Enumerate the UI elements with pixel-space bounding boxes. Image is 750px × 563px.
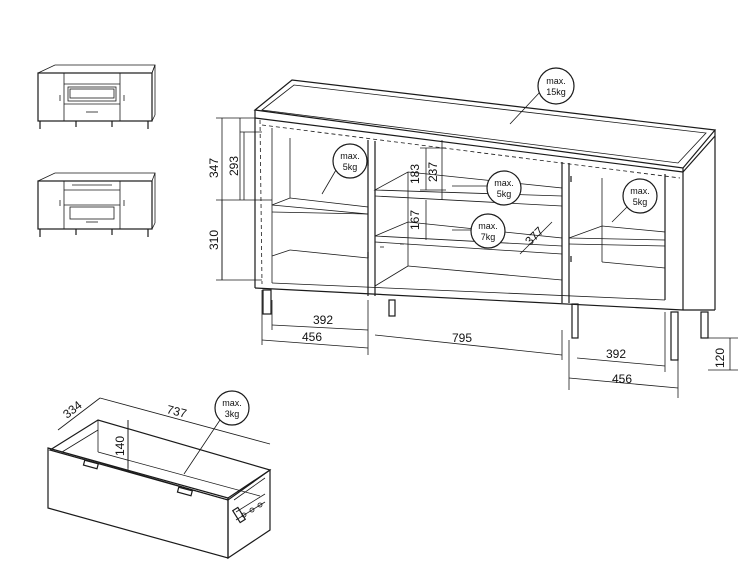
load-right-line2: 5kg [633, 197, 648, 207]
load-center-upper: max. 5kg [452, 170, 522, 206]
dim-183: 183 [408, 164, 422, 184]
dim-377: 377 [522, 224, 546, 248]
load-left-line1: max. [340, 151, 360, 161]
load-top: max. 15kg [509, 67, 575, 125]
load-center-upper-line2: 5kg [497, 189, 512, 199]
dim-456-right: 456 [612, 372, 632, 386]
load-drawer-line2: 3kg [225, 409, 240, 419]
thumbnail-variant-shelf [37, 172, 156, 237]
dim-737: 737 [165, 402, 188, 421]
load-center-lower-line1: max. [478, 221, 498, 231]
load-center-upper-line1: max. [494, 178, 514, 188]
dimension-leg-height: 120 [708, 337, 738, 371]
dim-310: 310 [207, 230, 221, 250]
dim-392-left: 392 [313, 313, 333, 327]
load-right-line1: max. [630, 186, 650, 196]
load-left-shelf: max. 5kg [321, 143, 368, 195]
dim-347: 347 [207, 158, 221, 178]
load-drawer-line1: max. [222, 398, 242, 408]
load-center-lower: max. 7kg [452, 213, 506, 249]
dim-456-left: 456 [302, 330, 322, 344]
load-top-line2: 15kg [546, 87, 566, 97]
load-left-line2: 5kg [343, 162, 358, 172]
dim-293: 293 [227, 156, 241, 176]
load-center-lower-line2: 7kg [481, 232, 496, 242]
dim-334: 334 [60, 398, 85, 422]
dim-140: 140 [113, 436, 127, 456]
dim-167: 167 [408, 210, 422, 230]
dim-120: 120 [713, 348, 727, 368]
sideboard-main [253, 79, 717, 361]
thumbnail-variant-drawer [37, 64, 156, 129]
drawer-detail: 334 737 140 max. 3kg [47, 390, 272, 560]
dimension-heights-left: 347 293 310 [207, 117, 272, 281]
load-right-shelf: max. 5kg [611, 178, 658, 223]
dimension-widths: 392 456 795 392 456 [261, 290, 679, 398]
load-top-line1: max. [546, 76, 566, 86]
dim-237: 237 [426, 162, 440, 182]
dim-795: 795 [452, 331, 472, 345]
dim-392-right: 392 [606, 347, 626, 361]
